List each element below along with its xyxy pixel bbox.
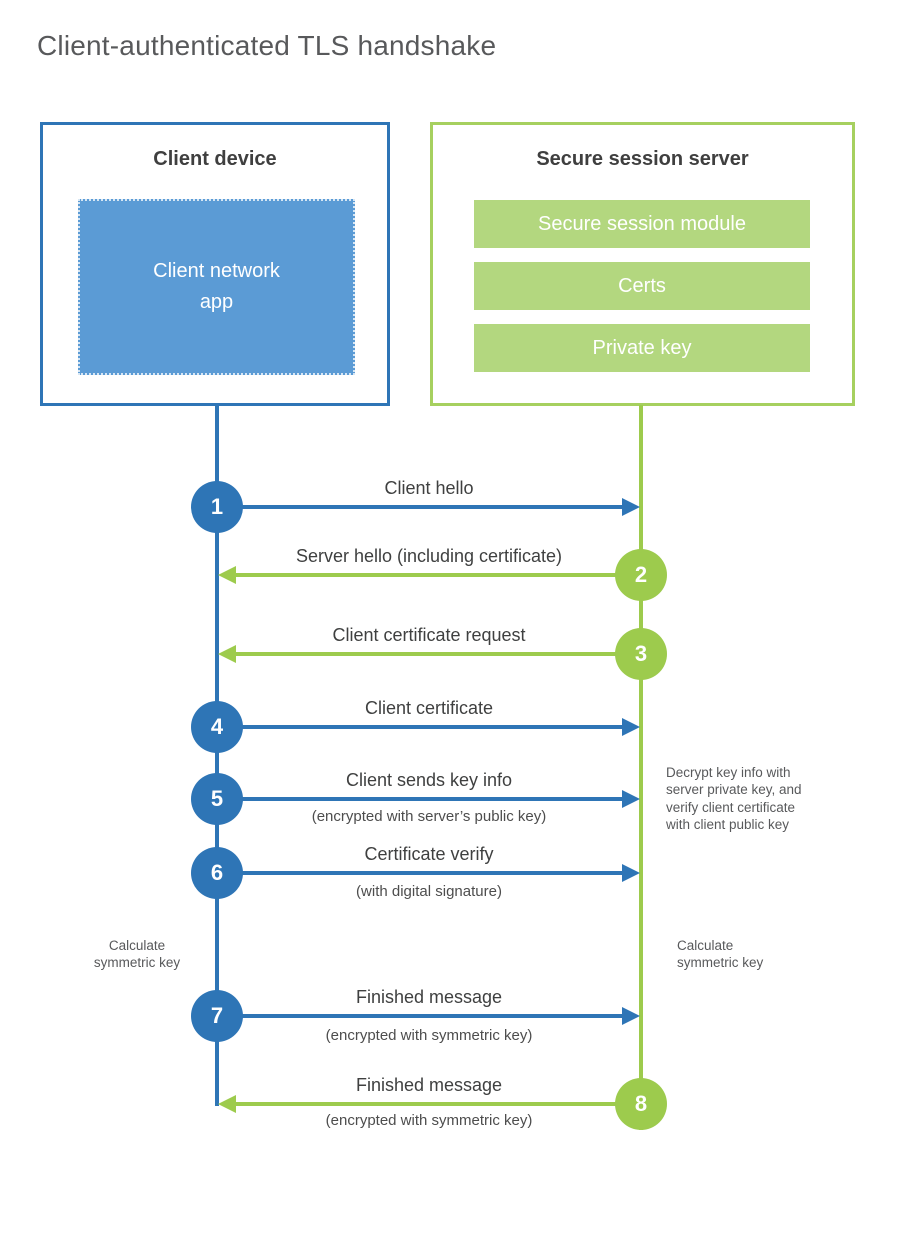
client-network-app-box: Client network app xyxy=(78,199,355,375)
step-7-label: Finished message xyxy=(355,987,503,1007)
step-3-circle: 3 xyxy=(615,628,667,680)
step-6-circle: 6 xyxy=(191,847,243,899)
server-module-secure-session: Secure session module xyxy=(474,200,810,248)
server-module-certs: Certs xyxy=(474,262,810,310)
step-8-arrow xyxy=(236,1102,641,1106)
client-device-title: Client device xyxy=(153,148,277,170)
step-2-label: Server hello (including certificate) xyxy=(295,546,563,566)
step-6-sublabel: (with digital signature) xyxy=(356,883,502,900)
client-app-line2: app xyxy=(199,291,234,313)
step-3-arrowhead-icon xyxy=(218,645,236,663)
step-5-arrow xyxy=(217,797,622,801)
step-5-sublabel: (encrypted with server’s public key) xyxy=(311,808,547,825)
step-4-arrow xyxy=(217,725,622,729)
step-3-label: Client certificate request xyxy=(332,625,526,645)
step-2-circle: 2 xyxy=(615,549,667,601)
step-5-circle: 5 xyxy=(191,773,243,825)
step-5-arrowhead-icon xyxy=(622,790,640,808)
step-6-label: Certificate verify xyxy=(364,844,494,864)
page-title: Client-authenticated TLS handshake xyxy=(37,30,497,61)
step-2-arrowhead-icon xyxy=(218,566,236,584)
step-2-arrow xyxy=(236,573,641,577)
step-6-arrow xyxy=(217,871,622,875)
client-lifeline xyxy=(215,405,219,1106)
server-title: Secure session server xyxy=(536,148,749,170)
step-1-arrowhead-icon xyxy=(622,498,640,516)
calculate-symmetric-key-client-note: Calculate symmetric key xyxy=(93,938,181,971)
decrypt-key-note: Decrypt key info with server private key… xyxy=(666,765,802,832)
client-app-line1: Client network xyxy=(153,260,280,282)
server-module-private-key: Private key xyxy=(474,324,810,372)
step-8-sublabel: (encrypted with symmetric key) xyxy=(325,1112,533,1129)
step-1-label: Client hello xyxy=(384,478,474,498)
step-7-sublabel: (encrypted with symmetric key) xyxy=(325,1027,533,1044)
calculate-symmetric-key-server-note: Calculate symmetric key xyxy=(677,938,764,971)
server-lifeline xyxy=(639,405,643,1130)
step-4-arrowhead-icon xyxy=(622,718,640,736)
step-8-arrowhead-icon xyxy=(218,1095,236,1113)
step-7-circle: 7 xyxy=(191,990,243,1042)
step-6-arrowhead-icon xyxy=(622,864,640,882)
step-8-label: Finished message xyxy=(355,1075,503,1095)
step-1-circle: 1 xyxy=(191,481,243,533)
step-7-arrowhead-icon xyxy=(622,1007,640,1025)
step-1-arrow xyxy=(217,505,622,509)
step-4-label: Client certificate xyxy=(364,698,494,718)
step-7-arrow xyxy=(217,1014,622,1018)
step-3-arrow xyxy=(236,652,641,656)
step-5-label: Client sends key info xyxy=(345,770,513,790)
step-8-circle: 8 xyxy=(615,1078,667,1130)
step-4-circle: 4 xyxy=(191,701,243,753)
